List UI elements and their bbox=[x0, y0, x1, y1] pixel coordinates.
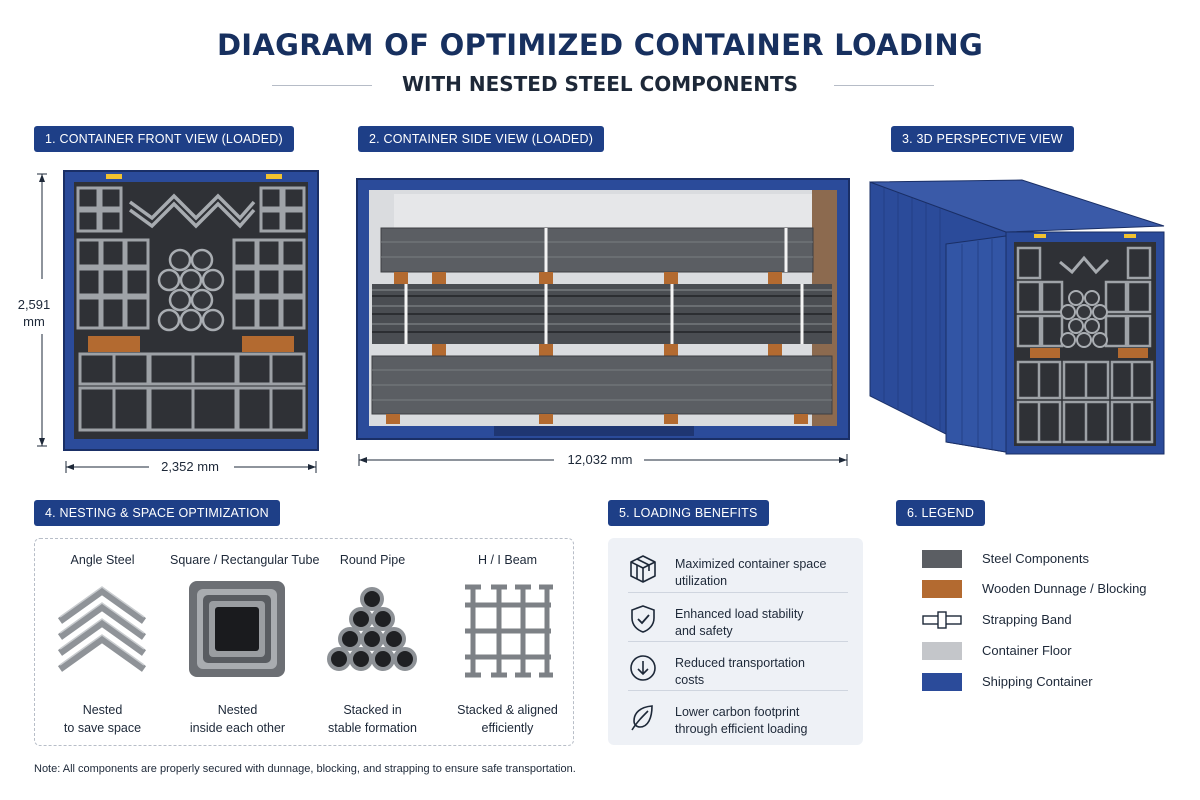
height-dimension-label: 2,591 mm bbox=[14, 296, 54, 330]
section-benefits-badge: 5. LOADING BENEFITS bbox=[608, 500, 769, 526]
benefit-divider bbox=[628, 690, 848, 691]
footnote: Note: All components are properly secure… bbox=[34, 763, 576, 775]
nesting-item-title: Square / Rectangular Tube bbox=[170, 553, 320, 567]
subtitle-divider-left bbox=[272, 85, 372, 86]
strapping-band-icon bbox=[922, 611, 962, 629]
subtitle-divider-right bbox=[834, 85, 934, 86]
nesting-item-h-beam: H / I Beam Stacked & aligned efficiently bbox=[440, 539, 575, 745]
length-dimension-label: 12,032 mm bbox=[567, 452, 633, 467]
nesting-item-caption: Stacked & aligned efficiently bbox=[440, 701, 575, 737]
benefit-line-2: costs bbox=[675, 673, 705, 687]
benefit-text: Enhanced load stability and safety bbox=[675, 606, 855, 640]
benefit-line-1: Reduced transportation bbox=[675, 656, 805, 670]
caption-line-2: inside each other bbox=[189, 721, 286, 735]
cube-icon bbox=[630, 555, 656, 583]
nesting-item-square-tube: Square / Rectangular Tube Nested inside … bbox=[170, 539, 320, 745]
benefit-line-2: through efficient loading bbox=[675, 722, 808, 736]
container-side-view bbox=[356, 178, 850, 466]
perspective-open-door bbox=[945, 235, 1007, 453]
nesting-item-round-pipe: Round Pipe Stacked in stable formation bbox=[305, 539, 440, 745]
legend-label: Strapping Band bbox=[982, 612, 1072, 627]
section-nesting-badge: 4. NESTING & SPACE OPTIMIZATION bbox=[34, 500, 280, 526]
legend-label: Container Floor bbox=[982, 643, 1072, 658]
container-perspective-view bbox=[869, 179, 1165, 455]
caption-line-2: stable formation bbox=[328, 721, 417, 735]
caption-line-1: Stacked & aligned bbox=[457, 703, 558, 717]
section-legend-badge: 6. LEGEND bbox=[896, 500, 986, 526]
legend-swatch-wood bbox=[922, 580, 962, 598]
legend-label: Shipping Container bbox=[982, 674, 1093, 689]
caption-line-1: Nested bbox=[217, 703, 258, 717]
square-tube-icon bbox=[189, 581, 285, 677]
benefit-text: Lower carbon footprint through efficient… bbox=[675, 704, 855, 738]
section-front-view-badge: 1. CONTAINER FRONT VIEW (LOADED) bbox=[34, 126, 294, 152]
legend-swatch-steel bbox=[922, 550, 962, 568]
section-side-view-badge: 2. CONTAINER SIDE VIEW (LOADED) bbox=[358, 126, 605, 152]
benefits-panel: Maximized container space utilization En… bbox=[608, 538, 863, 745]
benefit-item-stability: Enhanced load stability and safety bbox=[608, 594, 863, 642]
legend-swatch-container bbox=[922, 673, 962, 691]
down-arrow-circle-icon bbox=[630, 655, 656, 681]
nesting-item-caption: Nested inside each other bbox=[170, 701, 305, 737]
shield-check-icon bbox=[631, 605, 655, 633]
caption-line-1: Nested bbox=[82, 703, 123, 717]
nesting-item-title: H / I Beam bbox=[477, 553, 538, 567]
height-unit: mm bbox=[23, 314, 45, 329]
caption-line-2: efficiently bbox=[481, 721, 534, 735]
benefit-divider bbox=[628, 592, 848, 593]
round-pipe-icon bbox=[327, 587, 417, 671]
benefit-text: Reduced transportation costs bbox=[675, 655, 855, 689]
benefit-line-1: Enhanced load stability bbox=[675, 607, 804, 621]
nesting-panel: Angle Steel Nested to save space Square … bbox=[34, 538, 574, 746]
benefit-item-costs: Reduced transportation costs bbox=[608, 643, 863, 691]
legend-label: Wooden Dunnage / Blocking bbox=[982, 581, 1147, 596]
angle-steel-icon bbox=[57, 586, 147, 672]
benefit-line-2: and safety bbox=[675, 624, 733, 638]
height-value: 2,591 bbox=[17, 297, 51, 312]
nesting-item-caption: Stacked in stable formation bbox=[305, 701, 440, 737]
benefit-line-1: Lower carbon footprint bbox=[675, 705, 800, 719]
nesting-item-caption: Nested to save space bbox=[35, 701, 170, 737]
legend-label: Steel Components bbox=[982, 551, 1089, 566]
width-dimension-label: 2,352 mm bbox=[161, 459, 219, 474]
legend-swatch-floor bbox=[922, 642, 962, 660]
page-title: DIAGRAM OF OPTIMIZED CONTAINER LOADING bbox=[216, 28, 984, 62]
benefit-item-carbon: Lower carbon footprint through efficient… bbox=[608, 692, 863, 740]
section-perspective-badge: 3. 3D PERSPECTIVE VIEW bbox=[891, 126, 1074, 152]
container-front-view bbox=[37, 170, 319, 473]
side-top-steel-layer bbox=[380, 227, 814, 273]
page-subtitle: WITH NESTED STEEL COMPONENTS bbox=[401, 72, 799, 96]
h-beam-icon bbox=[465, 584, 553, 678]
height-dimension-line bbox=[37, 173, 47, 447]
caption-line-2: to save space bbox=[63, 721, 142, 735]
caption-line-1: Stacked in bbox=[343, 703, 402, 717]
benefit-line-2: utilization bbox=[675, 574, 728, 588]
benefit-text: Maximized container space utilization bbox=[675, 556, 855, 590]
benefit-divider bbox=[628, 641, 848, 642]
nesting-item-title: Round Pipe bbox=[339, 553, 406, 567]
benefit-item-space: Maximized container space utilization bbox=[608, 544, 863, 592]
nesting-item-title: Angle Steel bbox=[70, 553, 135, 567]
leaf-icon bbox=[631, 705, 653, 731]
benefit-line-1: Maximized container space bbox=[675, 557, 827, 571]
nesting-item-angle-steel: Angle Steel Nested to save space bbox=[35, 539, 170, 745]
